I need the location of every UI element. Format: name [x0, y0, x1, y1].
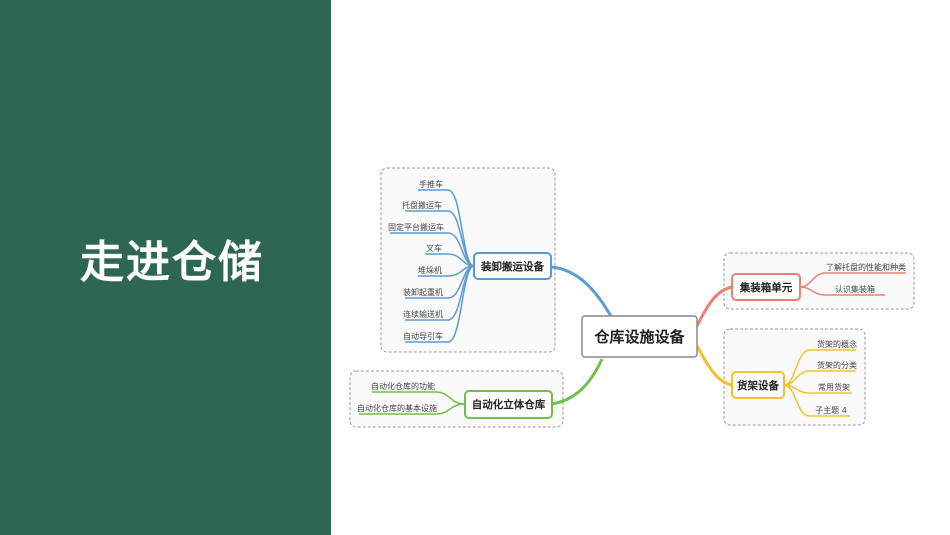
slide-title: 走进仓储	[80, 237, 264, 288]
leaf-label[interactable]: 堆垛机	[418, 265, 442, 275]
leaf-label[interactable]: 自动导引车	[403, 331, 443, 341]
connector-shelf	[695, 345, 733, 387]
connector-container	[695, 285, 733, 327]
branch-label-handling: 装卸搬运设备	[480, 260, 544, 273]
leaf-label[interactable]: 认识集装箱	[835, 284, 875, 294]
leaf-label[interactable]: 装卸起重机	[403, 287, 443, 297]
leaf-label[interactable]: 货架的分类	[817, 360, 857, 370]
title-panel: 走进仓储	[0, 0, 331, 535]
branch-label-asrs: 自动化立体仓库	[472, 398, 546, 411]
leaf-label[interactable]: 子主题 4	[815, 405, 847, 415]
branch-label-shelf: 货架设备	[736, 379, 779, 392]
leaf-label[interactable]: 自动化仓库的功能	[371, 381, 435, 391]
leaf-label[interactable]: 托盘搬运车	[402, 200, 442, 210]
center-node[interactable]	[581, 315, 698, 358]
leaf-label[interactable]: 固定平台搬运车	[388, 222, 444, 232]
branch-node-container[interactable]	[731, 273, 801, 301]
leaf-label[interactable]: 了解托盘的性能和种类	[826, 262, 906, 272]
leaf-label[interactable]: 手推车	[419, 179, 443, 189]
shelf-leaf-lines	[783, 349, 856, 417]
asrs-leaf-lines	[359, 391, 466, 415]
leaf-label[interactable]: 自动化仓库的基本设施	[357, 403, 437, 413]
branch-node-handling[interactable]	[473, 252, 552, 280]
connector-asrs	[551, 358, 604, 406]
branch-node-shelf[interactable]	[731, 371, 785, 399]
group-frame-shelf	[723, 328, 866, 426]
leaf-label[interactable]: 货架的概念	[817, 339, 857, 349]
leaf-label[interactable]: 叉车	[426, 243, 442, 253]
leaf-label[interactable]: 连续输送机	[403, 309, 443, 319]
container-leaf-lines	[799, 272, 906, 296]
leaf-label[interactable]: 常用货架	[818, 382, 850, 392]
center-node-label: 仓库设施设备	[593, 328, 685, 346]
connector-handling	[551, 265, 614, 319]
branch-label-container: 集装箱单元	[739, 281, 793, 294]
branch-node-asrs[interactable]	[464, 390, 553, 419]
handling-leaf-lines	[390, 189, 475, 343]
